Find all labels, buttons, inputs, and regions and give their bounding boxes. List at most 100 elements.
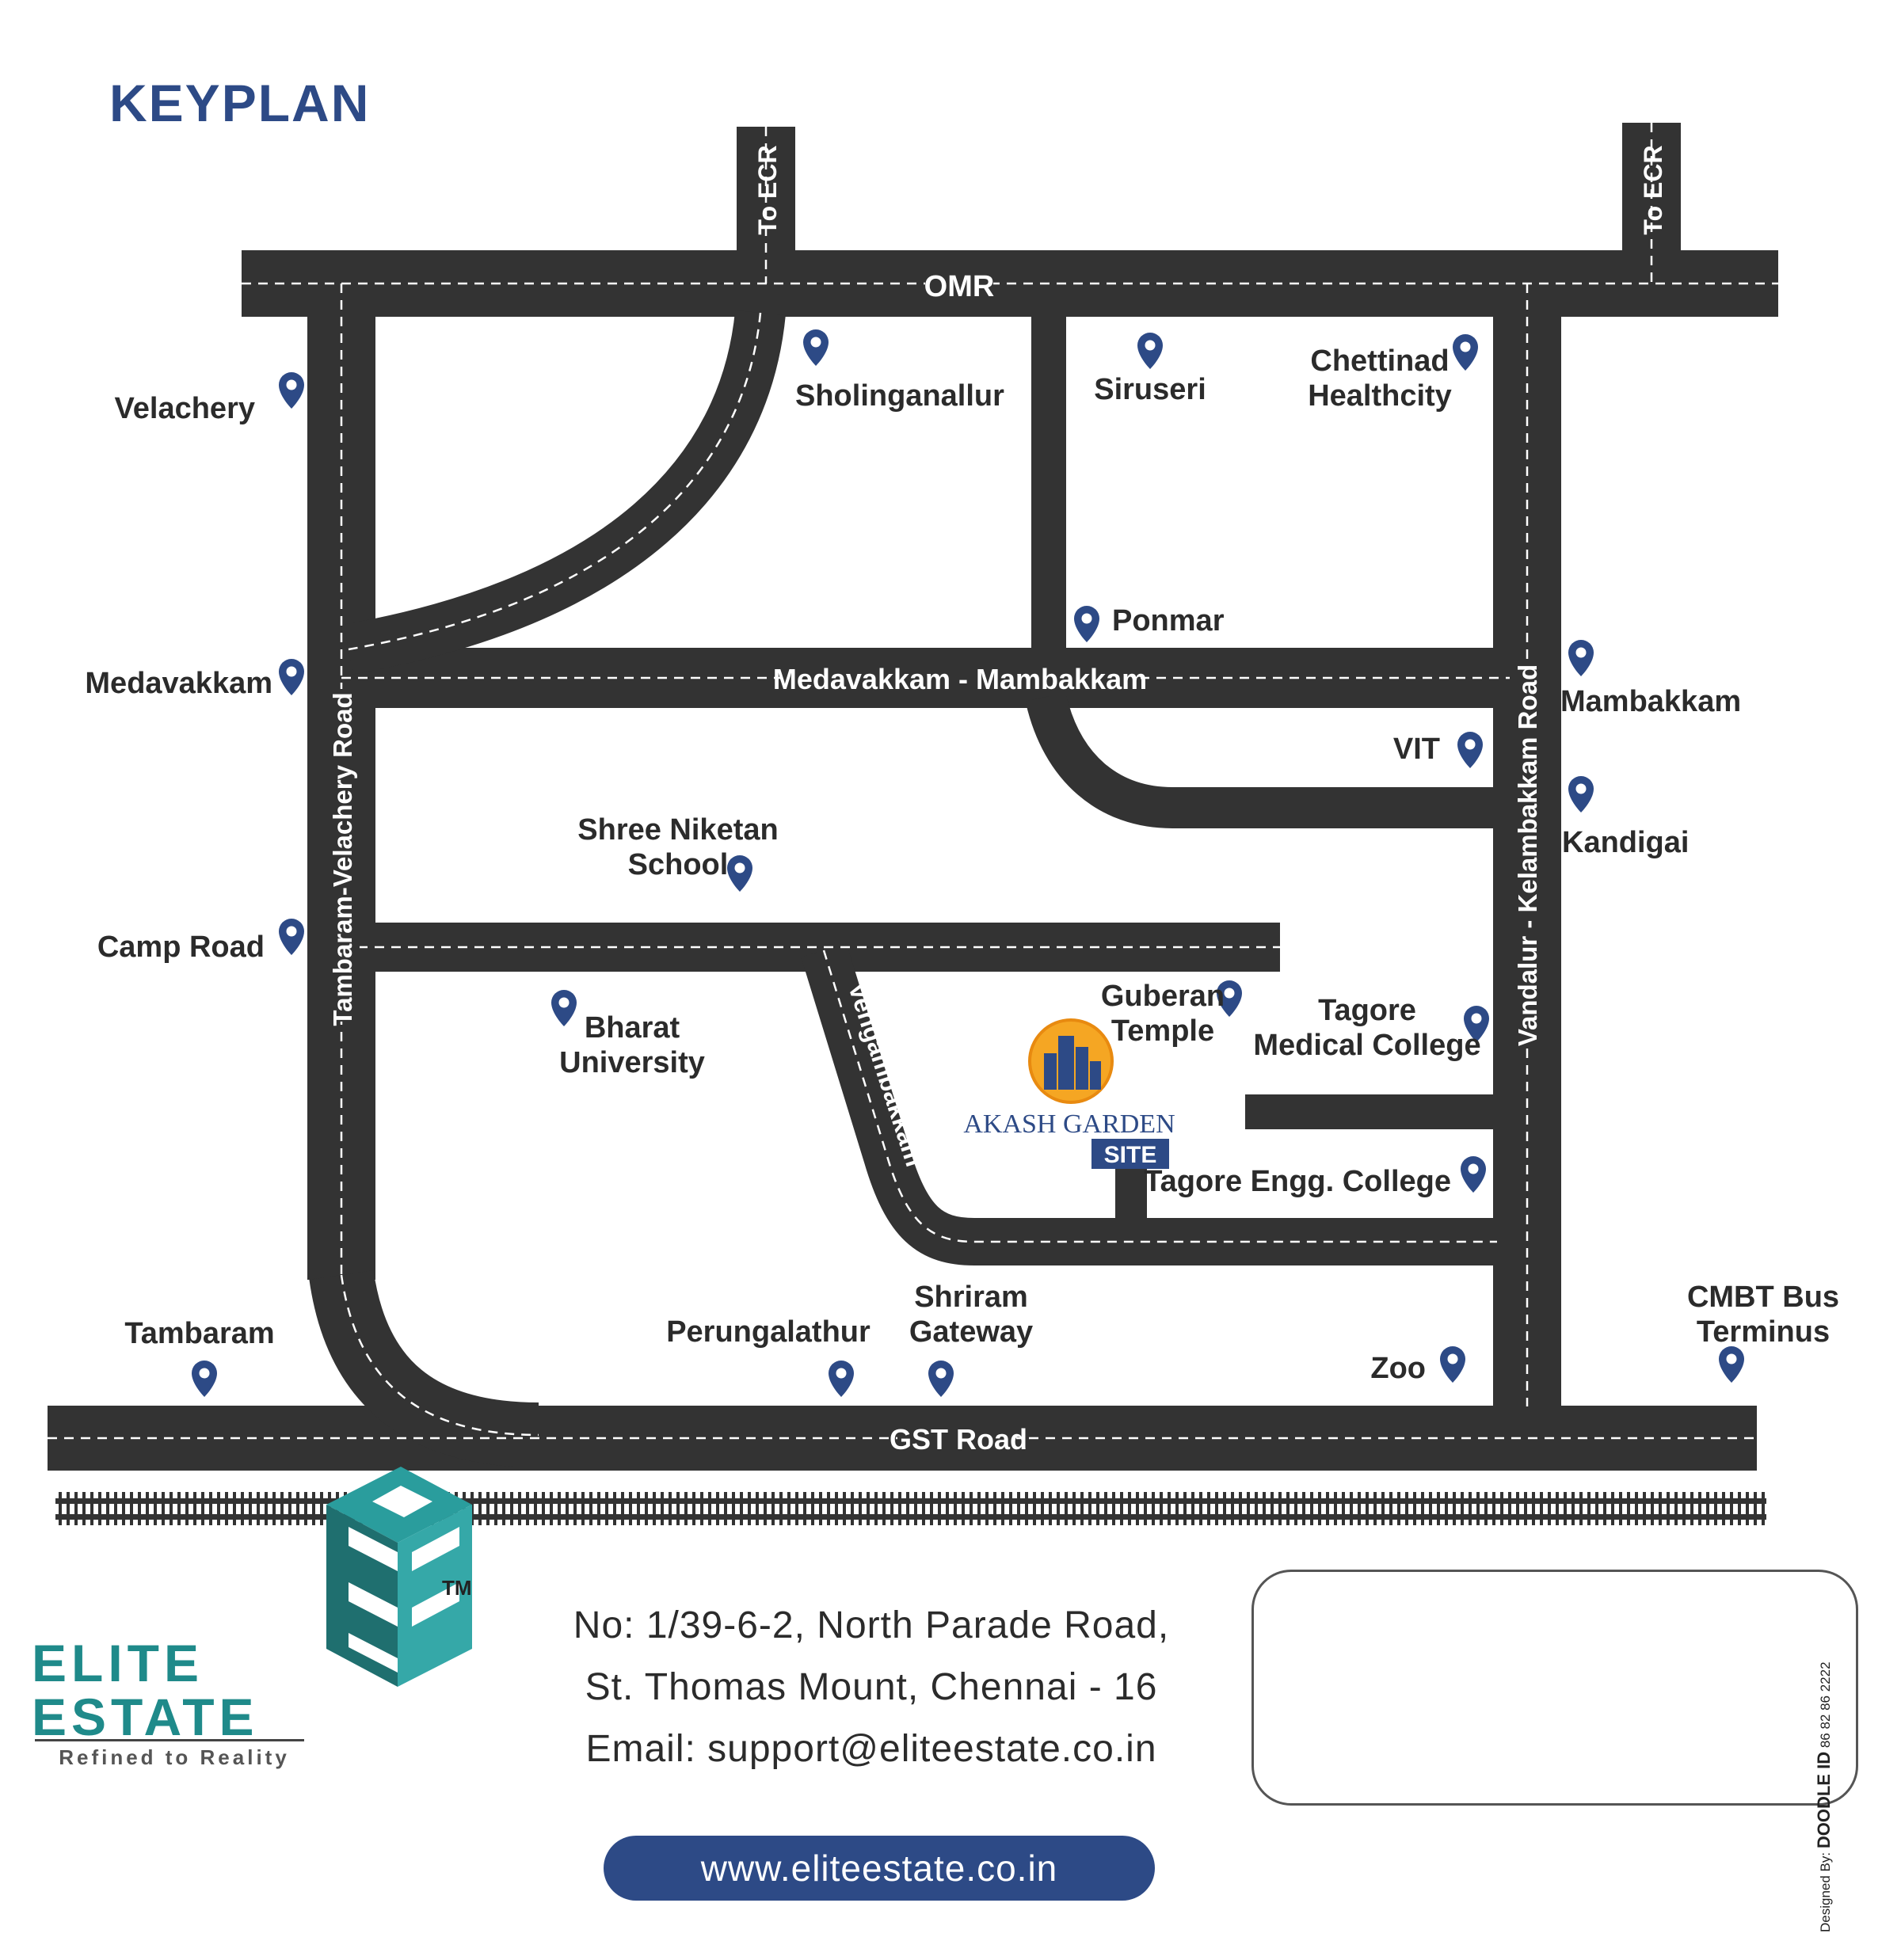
railway-tie	[962, 1492, 965, 1525]
railway-tie	[280, 1492, 284, 1525]
railway-tie	[1532, 1492, 1535, 1525]
railway-tie	[954, 1492, 957, 1525]
railway-tie	[550, 1492, 553, 1525]
railway-tie	[1682, 1492, 1686, 1525]
place-chettinad-line2: Healthcity	[1308, 379, 1452, 413]
railway-tie	[1421, 1492, 1424, 1525]
place-camp-road: Camp Road	[97, 931, 265, 964]
logo-divider	[35, 1739, 304, 1741]
railway-tie	[1255, 1492, 1258, 1525]
railway-tie	[225, 1492, 228, 1525]
place-bharat-line2: University	[559, 1046, 705, 1079]
railway-tie	[1001, 1492, 1004, 1525]
railway-tie	[1088, 1492, 1091, 1525]
railway-tie	[486, 1492, 490, 1525]
place-kandigai: Kandigai	[1562, 826, 1689, 859]
map-pin-icon	[1568, 776, 1594, 813]
railway-tie	[1397, 1492, 1400, 1525]
railway-tie	[494, 1492, 497, 1525]
railway-tie	[1730, 1492, 1733, 1525]
designer-credit: Designed By: DOODLE ID 86 82 86 2222	[1814, 1661, 1834, 1932]
railway-tie	[1144, 1492, 1147, 1525]
railway-tie	[82, 1492, 86, 1525]
railway-tie	[193, 1492, 196, 1525]
sholinganallur-curve-road	[344, 310, 786, 675]
railway-tie	[534, 1492, 537, 1525]
siruseri-road	[1031, 313, 1066, 653]
website-link[interactable]: www.eliteestate.co.in	[604, 1836, 1155, 1901]
railway-tie	[106, 1492, 109, 1525]
place-shree-niketan-line2: School	[628, 848, 729, 881]
railway-tie	[1714, 1492, 1717, 1525]
railway-tie	[1049, 1492, 1052, 1525]
railway-tie	[985, 1492, 989, 1525]
railway-tie	[265, 1492, 268, 1525]
railway-tie	[930, 1492, 933, 1525]
railway-tie	[217, 1492, 220, 1525]
railway-tie	[716, 1492, 719, 1525]
railway-tie	[1271, 1492, 1274, 1525]
place-tagore-engg: Tagore Engg. College	[1144, 1165, 1451, 1198]
railway-tie	[859, 1492, 862, 1525]
railway-tie	[661, 1492, 664, 1525]
railway-tie	[296, 1492, 299, 1525]
railway-tie	[98, 1492, 101, 1525]
railway-tie	[700, 1492, 703, 1525]
place-labels: Velachery Sholinganallur Siruseri Chetti…	[85, 344, 1839, 1385]
railway-tie	[566, 1492, 569, 1525]
railway-tie	[1381, 1492, 1385, 1525]
railway-tie	[890, 1492, 893, 1525]
railway-tie	[1524, 1492, 1527, 1525]
railway-tie	[170, 1492, 173, 1525]
railway-tie	[597, 1492, 600, 1525]
railway-tie	[1754, 1492, 1757, 1525]
address-line-1: No: 1/39-6-2, North Parade Road,	[573, 1604, 1170, 1646]
railway-tie	[621, 1492, 624, 1525]
railway-tie	[257, 1492, 260, 1525]
railway-tie	[1175, 1492, 1179, 1525]
railway-tie	[819, 1492, 822, 1525]
railway-tie	[1080, 1492, 1084, 1525]
to-ecr-label-2: To ECR	[1639, 145, 1667, 234]
railway-tie	[320, 1492, 323, 1525]
page-title: KEYPLAN	[109, 74, 371, 132]
railway-tie	[1762, 1492, 1765, 1525]
railway-tie	[748, 1492, 751, 1525]
logo-text-line2: ESTATE	[32, 1688, 259, 1746]
railway-tie	[114, 1492, 117, 1525]
railway-tie	[1231, 1492, 1234, 1525]
railway-tie	[1405, 1492, 1408, 1525]
railway-tie	[1603, 1492, 1606, 1525]
railway-tie	[1160, 1492, 1163, 1525]
railway-tie	[692, 1492, 695, 1525]
map-pin-icon	[279, 659, 304, 695]
railway-tie	[1302, 1492, 1305, 1525]
railway-tie	[1342, 1492, 1345, 1525]
place-shriram-line2: Gateway	[909, 1315, 1033, 1349]
place-tagore-medical-line1: Tagore	[1318, 994, 1416, 1027]
railway-tie	[1540, 1492, 1543, 1525]
railway-tie	[676, 1492, 680, 1525]
railway-tie	[1476, 1492, 1480, 1525]
railway-tie	[684, 1492, 688, 1525]
map-pin-icon	[1453, 334, 1478, 371]
place-tagore-medical-line2: Medical College	[1253, 1029, 1480, 1062]
railway-tie	[1152, 1492, 1155, 1525]
railway-tie	[1065, 1492, 1068, 1525]
railway-tie	[795, 1492, 798, 1525]
logo-tagline: Refined to Reality	[59, 1745, 290, 1769]
railway-tie	[1223, 1492, 1226, 1525]
railway-tie	[1461, 1492, 1464, 1525]
railway-tie	[1247, 1492, 1250, 1525]
railway-tie	[581, 1492, 585, 1525]
railway-tie	[1168, 1492, 1171, 1525]
railway-tie	[1025, 1492, 1028, 1525]
vandalur-kelambakkam-label: Vandalur - Kelambakkam Road	[1513, 664, 1542, 1046]
railway-tie	[1571, 1492, 1575, 1525]
railway-tie	[502, 1492, 505, 1525]
railway-tie	[59, 1492, 62, 1525]
railway-tie	[1112, 1492, 1115, 1525]
railway-tie	[1072, 1492, 1076, 1525]
map-pin-icon	[1568, 640, 1594, 676]
place-mambakkam: Mambakkam	[1560, 685, 1741, 718]
